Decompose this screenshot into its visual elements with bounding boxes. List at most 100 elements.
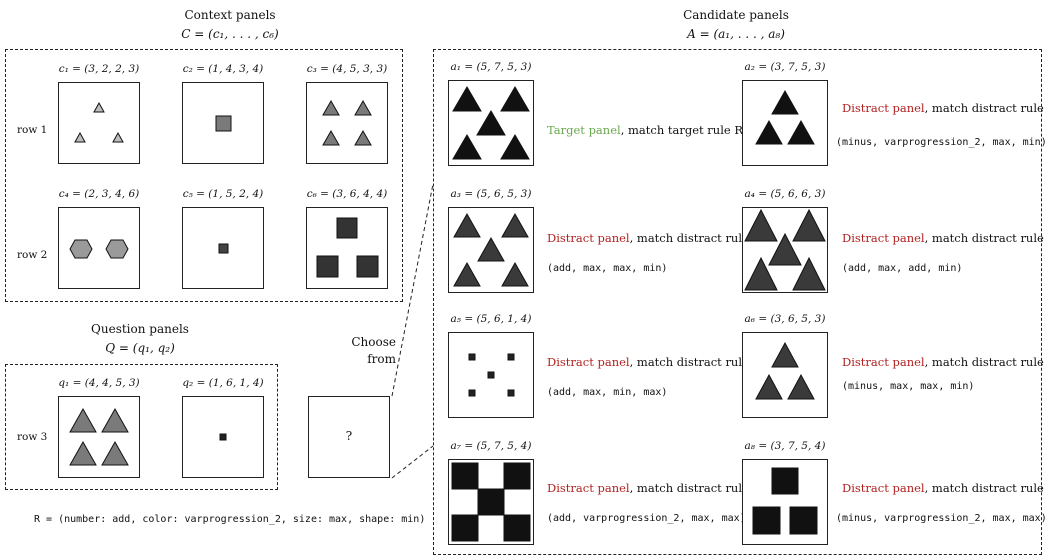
candidate-desc-a6: Distract panel, match distract rule — [842, 355, 1044, 369]
triangle-shape — [787, 119, 815, 145]
square-shape — [316, 255, 339, 278]
candidates-title: Candidate panels — [683, 8, 789, 22]
rule-text: R = (number: add, color: varprogression_… — [34, 514, 426, 525]
question-panel-q2 — [182, 396, 264, 478]
panel-label-a4: a₄ = (5, 6, 6, 3) — [744, 188, 826, 200]
panel-label-c4: c₄ = (2, 3, 4, 6) — [58, 188, 140, 200]
square-shape — [477, 488, 505, 516]
question-group-box — [5, 364, 278, 490]
triangle-shape — [322, 129, 340, 146]
triangle-shape — [453, 261, 481, 287]
candidate-rule-a2: (minus, varprogression_2, max, min) — [836, 137, 1045, 148]
distract-panel-tag: Distract panel — [842, 481, 925, 495]
distract-panel-tag: Distract panel — [842, 231, 925, 245]
triangle-shape — [74, 131, 86, 143]
triangle-shape — [744, 208, 778, 242]
candidate-panel-a2[interactable] — [742, 80, 828, 166]
triangle-shape — [771, 341, 799, 368]
question-subtitle: Q = (q₁, q₂) — [105, 341, 175, 355]
context-title: Context panels — [184, 8, 276, 22]
candidate-panel-a1[interactable] — [448, 80, 534, 166]
candidates-subtitle: A = (a₁, . . . , a₈) — [687, 27, 785, 41]
row-label-2: row 2 — [17, 249, 48, 261]
triangle-shape — [768, 232, 802, 266]
candidate-desc-a5: Distract panel, match distract rule — [547, 355, 749, 369]
context-panel-c5 — [182, 207, 264, 289]
distract-panel-tag: Distract panel — [547, 355, 630, 369]
candidate-panel-a5[interactable] — [448, 332, 534, 418]
square-shape — [468, 353, 476, 361]
candidate-panel-a6[interactable] — [742, 332, 828, 418]
triangle-shape — [755, 119, 783, 145]
choose-from-text: Choose from — [351, 335, 396, 366]
triangle-shape — [476, 110, 506, 136]
candidate-desc-a4: Distract panel, match distract rule — [842, 231, 1044, 245]
triangle-shape — [322, 99, 340, 116]
panel-label-c2: c₂ = (1, 4, 3, 4) — [182, 63, 264, 75]
context-panel-c1 — [58, 82, 140, 164]
panel-label-a7: a₇ = (5, 7, 5, 4) — [450, 440, 532, 452]
question-title: Question panels — [91, 322, 189, 336]
square-shape — [507, 389, 515, 397]
triangle-shape — [101, 407, 129, 433]
candidate-desc-text: , match distract rule — [629, 481, 749, 495]
triangle-shape — [69, 407, 97, 433]
triangle-shape — [452, 86, 482, 112]
square-shape — [503, 514, 531, 542]
triangle-shape — [453, 212, 481, 238]
hexagon-shape — [105, 239, 129, 259]
target-panel-tag: Target panel — [547, 123, 621, 137]
candidate-panel-a3[interactable] — [448, 207, 534, 293]
square-shape — [507, 353, 515, 361]
panel-label-c6: c₆ = (3, 6, 4, 4) — [306, 188, 388, 200]
triangle-shape — [452, 134, 482, 160]
square-shape — [356, 255, 379, 278]
candidate-desc-a1: Target panel, match target rule R — [547, 123, 743, 137]
panel-label-q2: q₂ = (1, 6, 1, 4) — [182, 377, 264, 389]
panel-label-a3: a₃ = (5, 6, 5, 3) — [450, 188, 532, 200]
triangle-shape — [501, 261, 529, 287]
candidate-rule-a7: (add, varprogression_2, max, max) — [547, 513, 746, 524]
triangle-shape — [771, 89, 799, 115]
candidate-panel-a4[interactable] — [742, 207, 828, 293]
answer-slot-panel[interactable]: ? — [308, 396, 390, 478]
triangle-shape — [354, 129, 372, 146]
connector-line-bottom — [391, 445, 434, 479]
square-shape — [503, 462, 531, 490]
panel-label-c1: c₁ = (3, 2, 2, 3) — [58, 63, 140, 75]
candidate-desc-text: , match distract rule — [924, 231, 1044, 245]
candidate-desc-text: , match distract rule — [629, 231, 749, 245]
panel-label-q1: q₁ = (4, 4, 5, 3) — [58, 377, 140, 389]
candidate-rule-a5: (add, max, min, max) — [547, 387, 668, 398]
square-shape — [771, 467, 799, 495]
triangle-shape — [744, 256, 778, 291]
context-panel-c3 — [306, 82, 388, 164]
triangle-shape — [112, 131, 124, 143]
panel-label-a2: a₂ = (3, 7, 5, 3) — [744, 61, 826, 73]
candidate-panel-a7[interactable] — [448, 459, 534, 545]
square-shape — [468, 389, 476, 397]
triangle-shape — [792, 208, 826, 242]
triangle-shape — [477, 236, 505, 262]
candidate-rule-a4: (add, max, add, min) — [842, 263, 963, 274]
panel-label-c3: c₃ = (4, 5, 3, 3) — [306, 63, 388, 75]
square-shape — [752, 506, 781, 535]
candidate-desc-a3: Distract panel, match distract rule — [547, 231, 749, 245]
triangle-shape — [787, 373, 815, 400]
candidate-rule-a6: (minus, max, max, min) — [842, 381, 975, 392]
square-shape — [219, 433, 227, 441]
candidate-desc-a2: Distract panel, match distract rule — [842, 101, 1044, 115]
square-shape — [487, 371, 495, 379]
candidate-desc-a8: Distract panel, match distract rule — [842, 481, 1044, 495]
distract-panel-tag: Distract panel — [547, 481, 630, 495]
answer-slot-question-mark: ? — [345, 429, 353, 443]
candidate-panel-a8[interactable] — [742, 459, 828, 545]
panel-label-a5: a₅ = (5, 6, 1, 4) — [450, 313, 532, 325]
triangle-shape — [354, 99, 372, 116]
candidate-desc-text: , match target rule R — [620, 123, 744, 137]
context-group-box — [5, 49, 403, 302]
triangle-shape — [101, 440, 129, 466]
hexagon-shape — [69, 239, 93, 259]
candidates-group-box — [433, 49, 1042, 555]
